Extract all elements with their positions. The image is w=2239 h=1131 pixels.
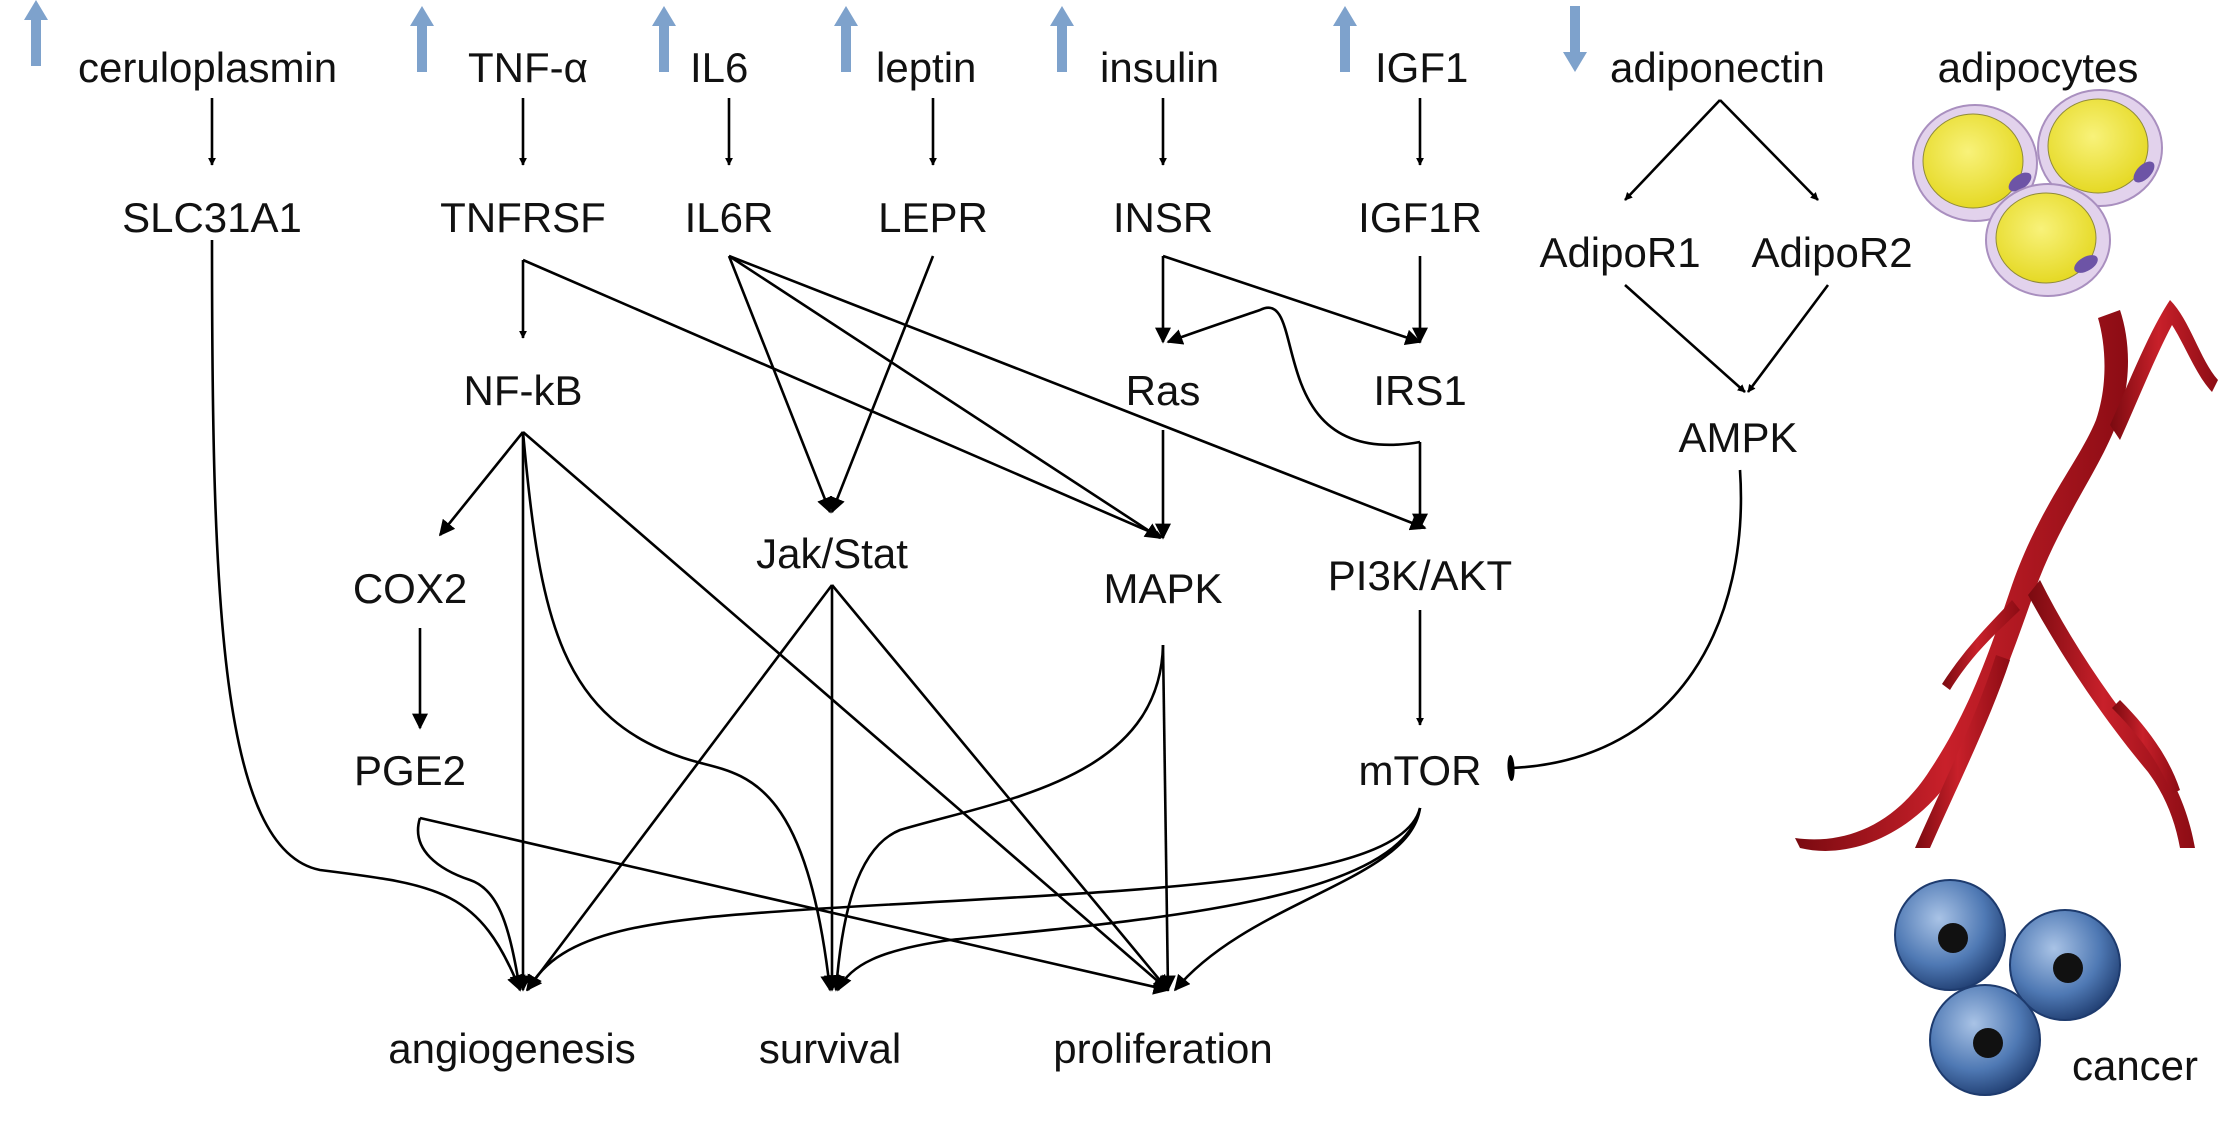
node-mapk: MAPK: [1103, 565, 1222, 612]
node-lepr: LEPR: [878, 194, 988, 241]
outcome-nodes: angiogenesis survival proliferation: [388, 1025, 1273, 1072]
input-labels: ceruloplasmin TNF-α IL6 leptin insulin I…: [78, 44, 1825, 91]
edge-nfkb-cox2: [438, 431, 525, 537]
adipocyte-icon: [2037, 89, 2163, 207]
up-arrow-icon: [1333, 6, 1357, 72]
cancer-cell-icon: [2009, 909, 2121, 1021]
node-ampk: AMPK: [1678, 414, 1797, 461]
node-tnfrsf: TNFRSF: [440, 194, 606, 241]
node-nfkb: NF-kB: [464, 367, 583, 414]
outcome-survival: survival: [759, 1025, 901, 1072]
adipocyte-icon: [1985, 183, 2111, 297]
il6-label: IL6: [690, 44, 748, 91]
node-cox2: COX2: [353, 565, 467, 612]
edge-mtor-angiogenesis: [526, 807, 1422, 992]
node-slc31a1: SLC31A1: [122, 194, 302, 241]
edge-jakstat-angiogenesis: [525, 584, 834, 992]
edge-mapk-proliferation: [1159, 644, 1176, 992]
cancer-cell-icon: [1929, 984, 2041, 1096]
edge-nfkb-proliferation: [522, 431, 1170, 992]
down-arrow-icon: [1563, 6, 1587, 72]
node-pi3kakt: PI3K/AKT: [1328, 552, 1512, 599]
edge-adipor2-ampk: [1746, 284, 1830, 393]
igf1-label: IGF1: [1375, 44, 1468, 91]
pathway-edges: [208, 98, 1830, 995]
adipocytes-illustration: [1912, 89, 2163, 297]
outcome-angiogenesis: angiogenesis: [388, 1025, 636, 1072]
adipocytes-label: adipocytes: [1938, 44, 2139, 91]
cancer-cell-icon: [1894, 879, 2006, 991]
ceruloplasmin-label: ceruloplasmin: [78, 44, 337, 91]
up-arrow-icon: [834, 6, 858, 72]
node-il6r: IL6R: [685, 194, 774, 241]
edge-mapk-survival: [829, 644, 1165, 992]
node-adipor2: AdipoR2: [1751, 229, 1912, 276]
adiponectin-label: adiponectin: [1610, 44, 1825, 91]
outcome-proliferation: proliferation: [1053, 1025, 1272, 1072]
node-mtor: mTOR: [1359, 747, 1482, 794]
edge-insr-irs1: [1162, 254, 1422, 346]
edge-adiponectin-adipor2: [1719, 99, 1819, 201]
edge-pge2-proliferation: [419, 816, 1170, 995]
edge-jakstat-proliferation: [830, 584, 1170, 992]
edge-ampk-mtor: [1507, 469, 1743, 782]
edge-il6r-pi3kakt: [728, 254, 1427, 531]
edge-mtor-proliferation: [1173, 807, 1422, 992]
up-arrow-icon: [1050, 6, 1074, 72]
leptin-label: leptin: [876, 44, 976, 91]
edge-adiponectin-adipor1: [1624, 99, 1721, 201]
insulin-label: insulin: [1100, 44, 1219, 91]
node-insr: INSR: [1113, 194, 1213, 241]
node-igf1r: IGF1R: [1358, 194, 1482, 241]
blood-vessel-illustration: [1795, 300, 2218, 851]
node-adipor1: AdipoR1: [1539, 229, 1700, 276]
up-arrow-icon: [24, 0, 48, 66]
up-arrow-icon: [652, 6, 676, 72]
tnfa-label: TNF-α: [468, 44, 588, 91]
edge-adipor1-ampk: [1624, 284, 1746, 393]
adipocyte-icon: [1912, 104, 2038, 222]
edge-il6r-mapk: [728, 254, 1162, 540]
edge-irs1-ras: [1166, 306, 1421, 446]
edge-slc31a1-angiogenesis: [210, 239, 523, 992]
edge-mtor-survival: [836, 807, 1422, 992]
pathway-nodes: SLC31A1 TNFRSF IL6R LEPR INSR IGF1R Adip…: [122, 194, 1912, 794]
node-pge2: PGE2: [354, 747, 466, 794]
up-arrow-icon: [410, 6, 434, 72]
edge-lepr-jakstat: [829, 255, 935, 514]
edge-tnfrsf-mapk: [522, 258, 1163, 539]
edge-il6r-jakstat: [727, 255, 833, 514]
node-ras: Ras: [1126, 367, 1201, 414]
node-jakstat: Jak/Stat: [756, 530, 908, 577]
cancer-cells-illustration: [1894, 879, 2121, 1096]
node-irs1: IRS1: [1373, 367, 1466, 414]
edge-nfkb-survival: [521, 431, 837, 992]
cancer-label: cancer: [2072, 1042, 2198, 1089]
edge-pge2-angiogenesis: [416, 817, 526, 992]
